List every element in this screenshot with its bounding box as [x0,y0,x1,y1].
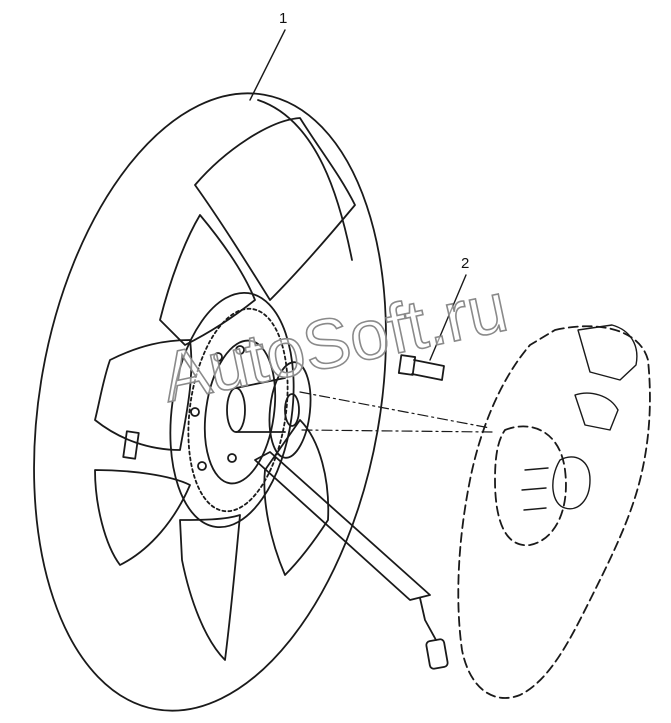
water-pump-reference [457,325,651,699]
sensor-arm [254,451,431,601]
clutch-shaft-end [226,387,246,433]
callout-label-1: 1 [279,10,288,27]
fan-blade-right [263,419,330,576]
pump-pulley [494,425,567,546]
callout-2-leader [429,274,467,361]
clutch-bolt [190,407,200,417]
clutch-bolt [197,461,207,471]
fan-clutch-face [203,339,277,485]
blade-clip [122,430,140,460]
fan-ring-inner-edge [257,99,353,261]
fan-outer-ring [33,92,387,712]
bolt-head [397,354,417,376]
clutch-bolt [227,453,237,463]
fan-clutch-fins [187,307,289,513]
mounting-bolt [397,354,445,381]
callout-1-leader [249,29,286,101]
fan-assembly [33,92,449,712]
clutch-bolt [213,352,223,362]
fan-blade-left [94,339,193,451]
callout-label-2: 2 [461,255,470,272]
water-pump-detail [521,324,638,511]
fan-blade-bottom [179,514,241,661]
fan-blade-lower-left [94,469,191,566]
fan-clutch-body [169,291,295,529]
bolt-shank [411,359,445,381]
clutch-bolt [235,345,245,355]
sensor-connector [425,638,449,670]
clutch-flange [268,361,312,459]
fan-blade-top [194,117,356,301]
alignment-lines [299,391,493,433]
fan-blade-upper-left [159,214,256,346]
clutch-flange-bore [284,393,300,427]
sensor-wire [419,597,437,641]
engine-housing-outline [457,325,651,699]
